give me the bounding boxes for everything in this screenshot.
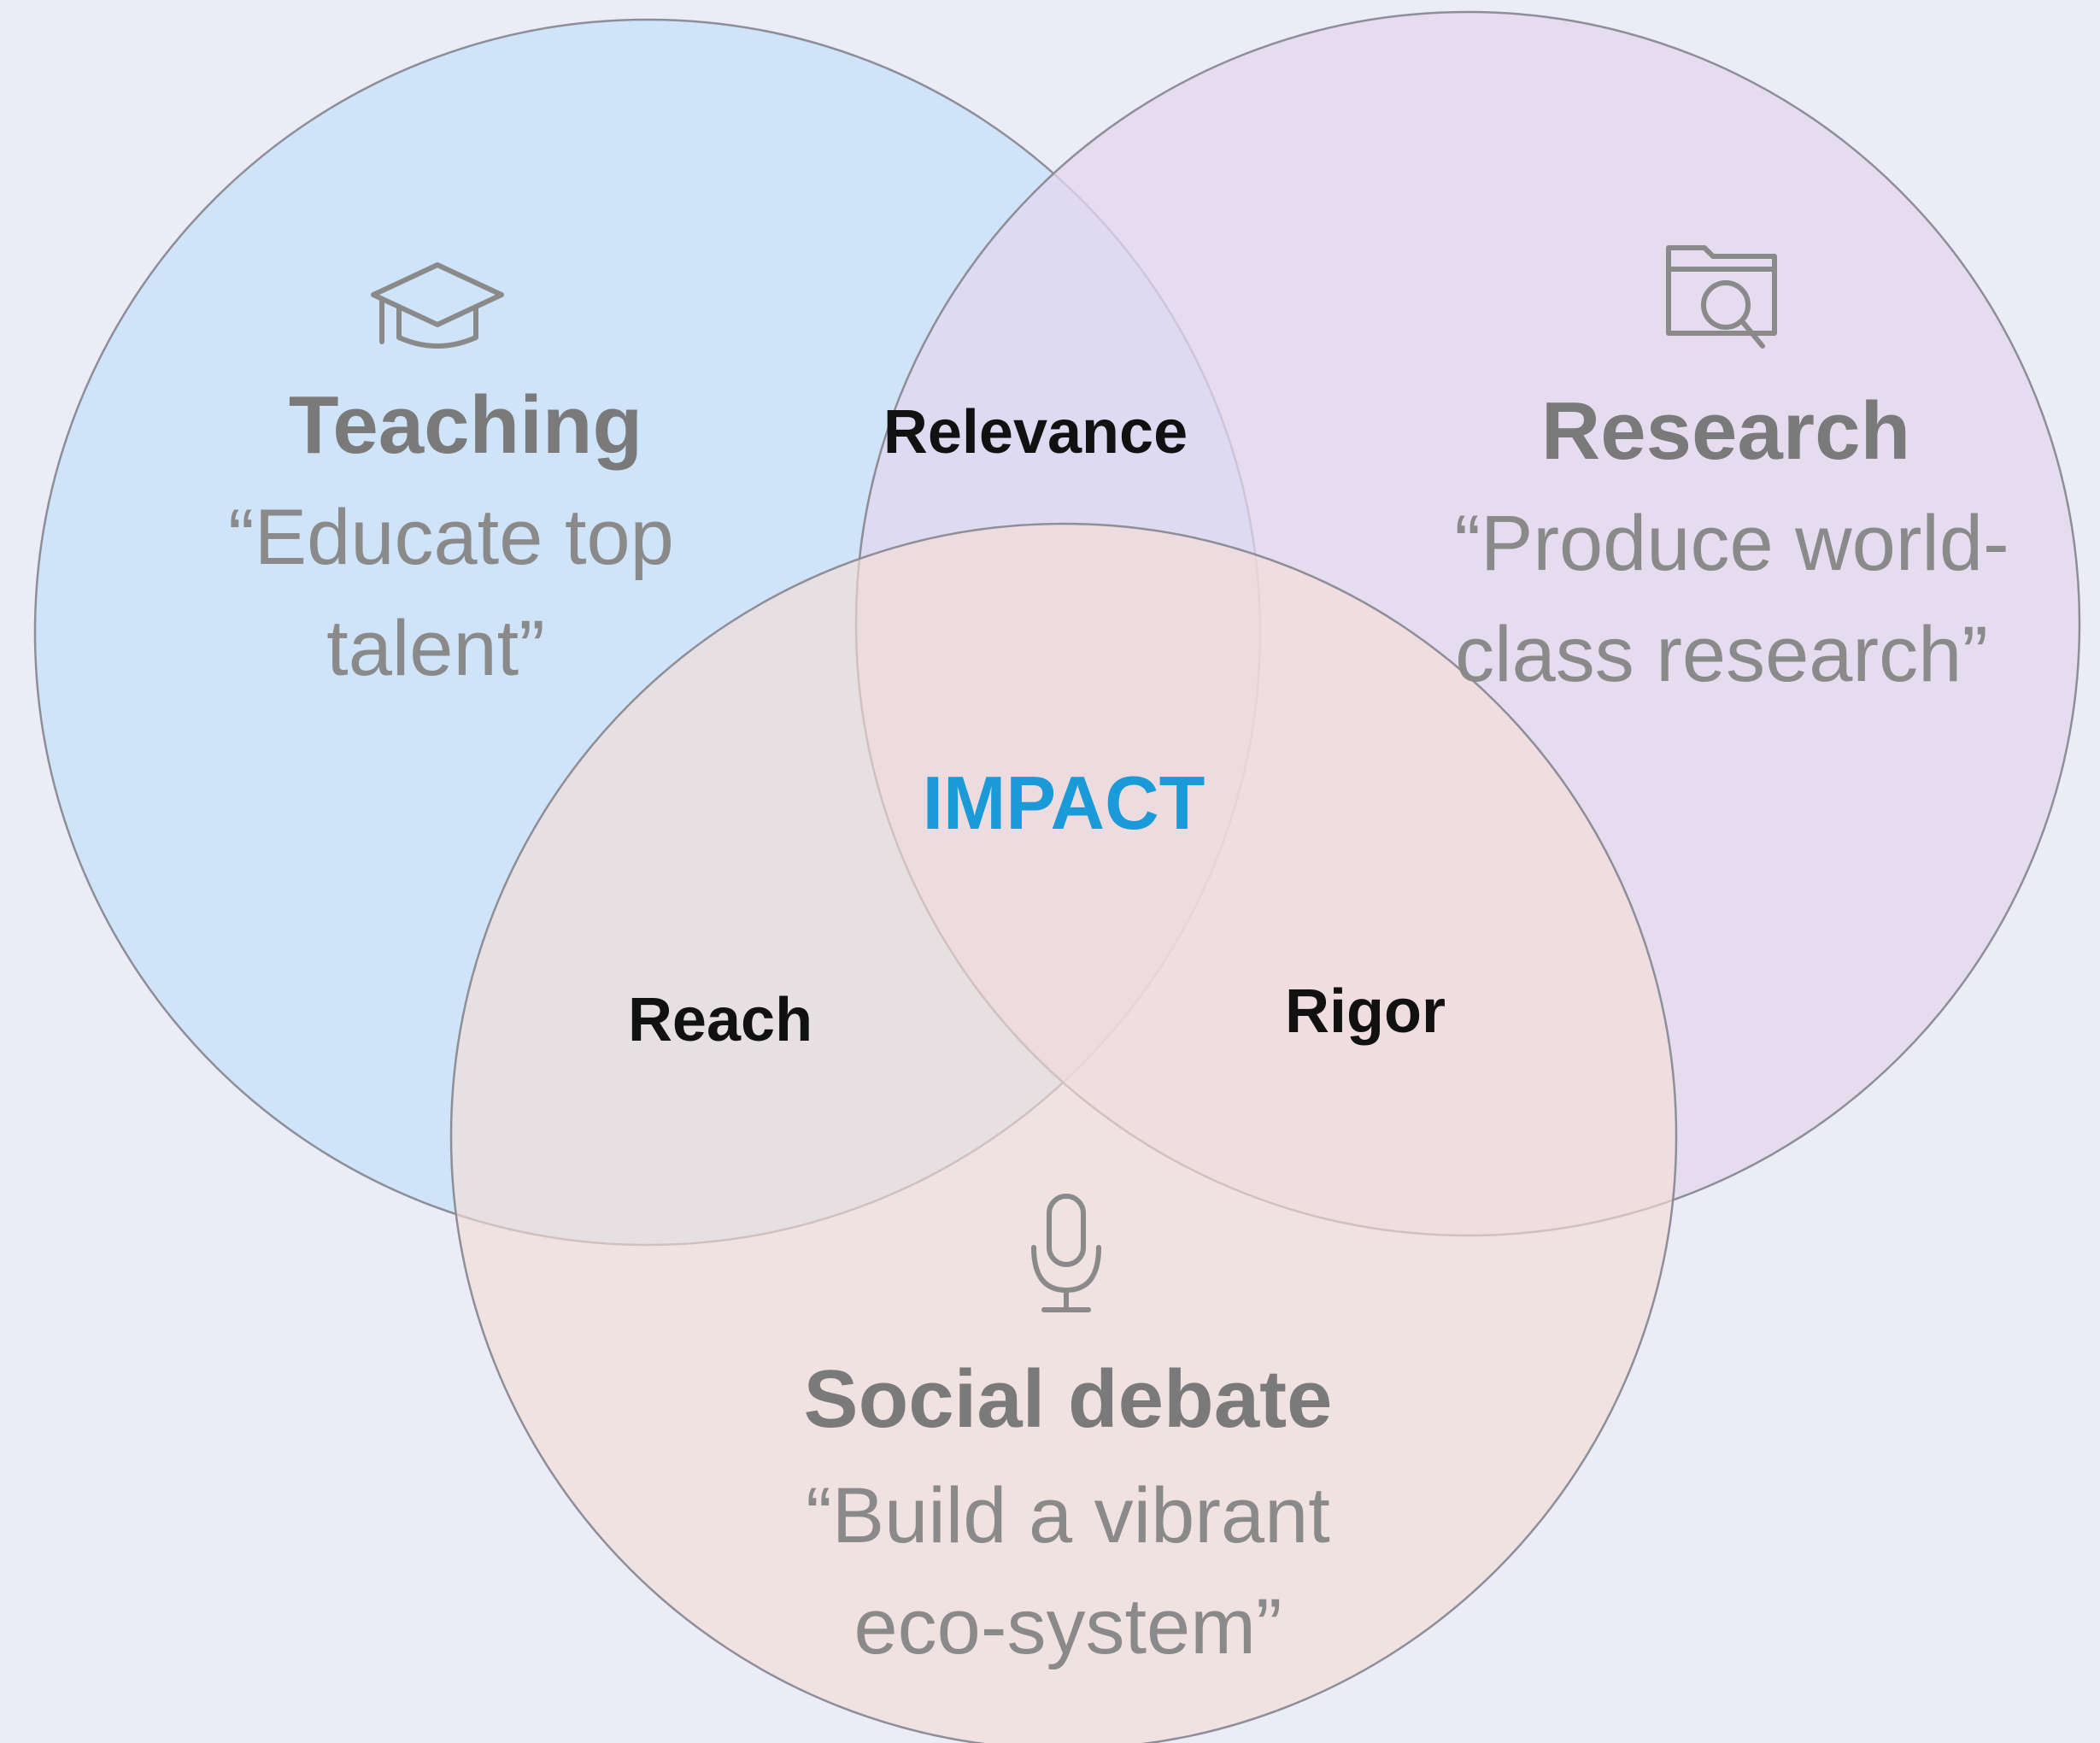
overlap-label-reach: Reach — [628, 986, 812, 1054]
overlap-label-relevance: Relevance — [883, 398, 1188, 467]
social-debate-quote-line1: “Build a vibrant — [806, 1472, 1330, 1559]
research-quote-line1: “Produce world- — [1454, 500, 2009, 587]
social-debate-title: Social debate — [804, 1353, 1333, 1445]
research-quote-line2: class research” — [1455, 611, 1988, 698]
teaching-quote-line1: “Educate top — [228, 494, 674, 581]
microphone-icon — [1031, 1194, 1101, 1312]
graduation-cap-icon — [371, 262, 504, 349]
teaching-quote-line2: talent” — [326, 605, 545, 692]
social-debate-quote-line2: eco-system” — [854, 1583, 1282, 1670]
social-debate-circle — [449, 522, 1678, 1743]
folder-search-icon — [1666, 245, 1777, 349]
overlap-label-rigor: Rigor — [1285, 977, 1446, 1046]
research-title: Research — [1541, 385, 1910, 477]
center-label-impact: IMPACT — [923, 760, 1205, 845]
teaching-title: Teaching — [289, 379, 642, 471]
